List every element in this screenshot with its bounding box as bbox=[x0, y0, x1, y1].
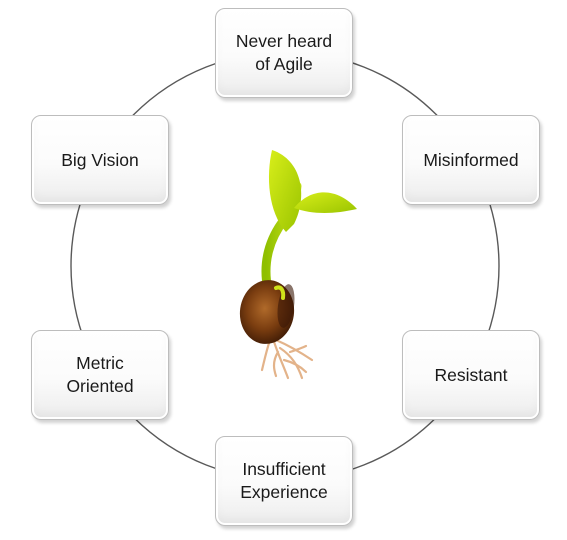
cycle-node: Insufficient Experience bbox=[215, 436, 353, 526]
cycle-node: Big Vision bbox=[31, 115, 169, 205]
leaf bbox=[268, 150, 302, 232]
sprouting-seed-icon bbox=[239, 150, 357, 380]
cycle-node: Metric Oriented bbox=[31, 330, 169, 420]
cycle-node: Never heard of Agile bbox=[215, 8, 353, 98]
node-label: Resistant bbox=[434, 364, 508, 385]
node-label: Big Vision bbox=[61, 149, 139, 170]
cycle-node: Resistant bbox=[402, 330, 540, 420]
node-label: Metric Oriented bbox=[66, 353, 134, 396]
node-label: Misinformed bbox=[423, 149, 519, 170]
node-label: Insufficient Experience bbox=[240, 459, 328, 502]
node-label: Never heard of Agile bbox=[235, 31, 333, 74]
leaf bbox=[294, 192, 357, 213]
cycle-node: Misinformed bbox=[402, 115, 540, 205]
